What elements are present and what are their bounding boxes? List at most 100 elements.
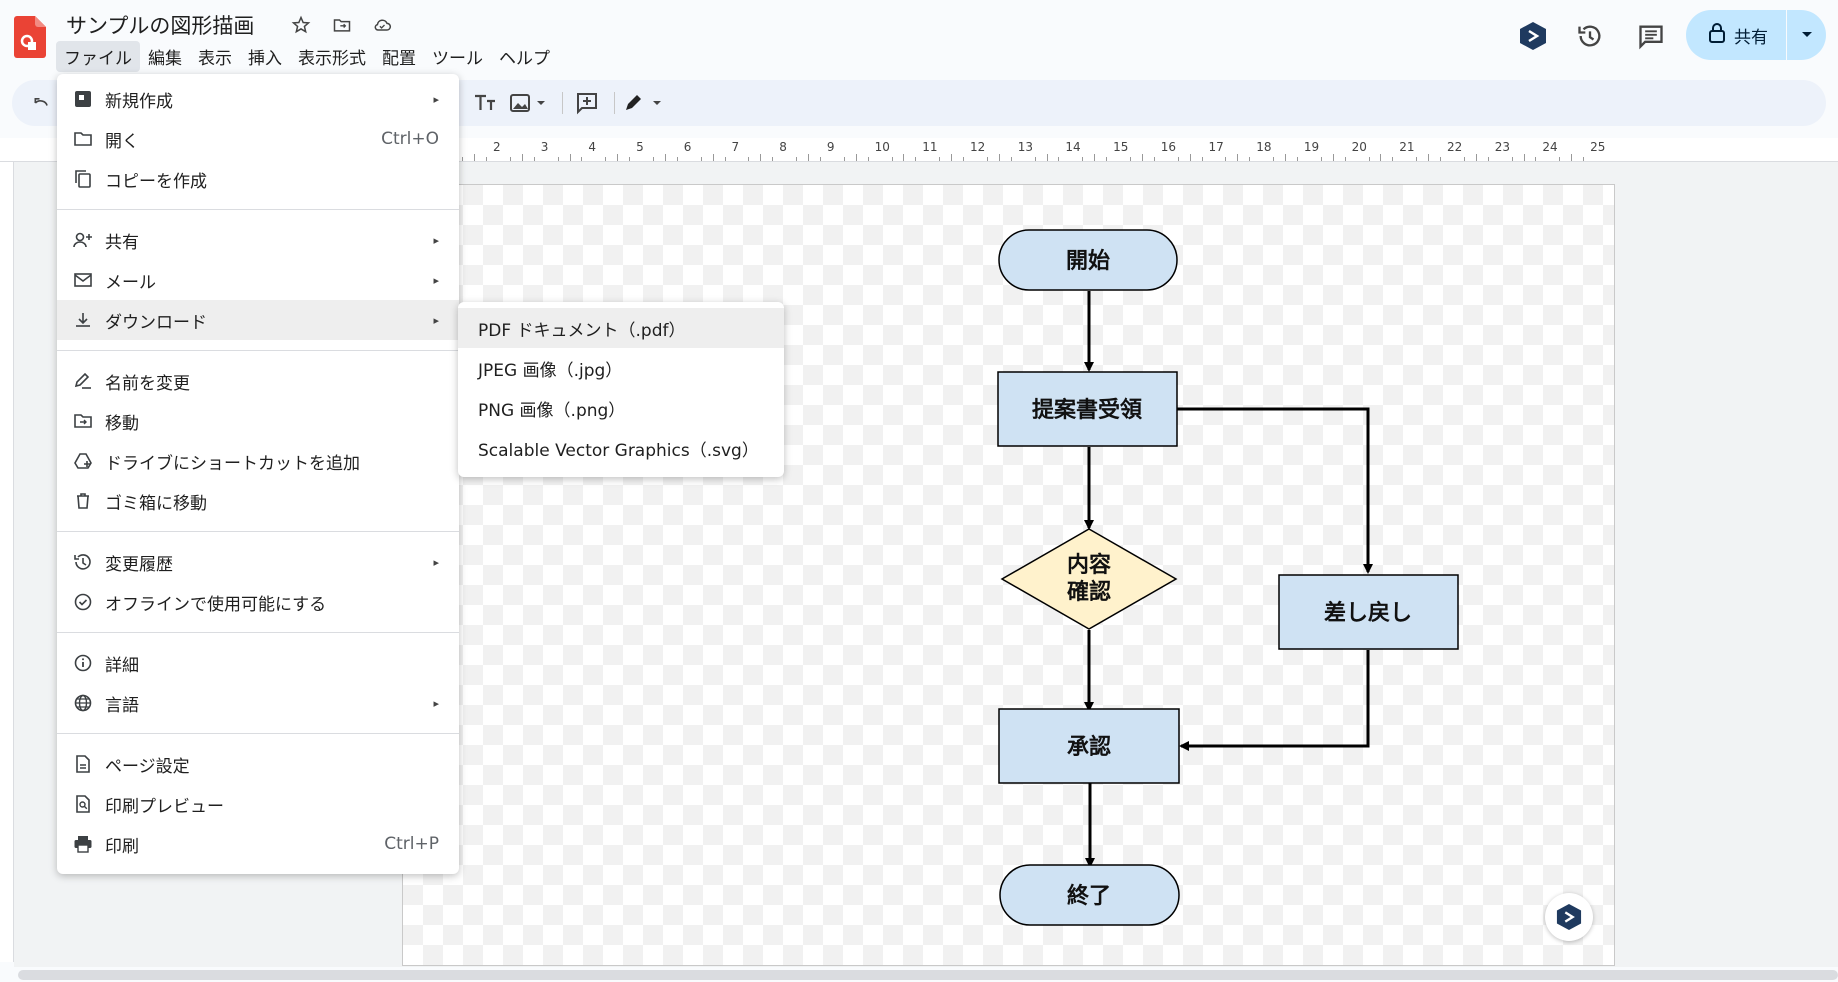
menu-item-new[interactable]: 新規作成 ▸ <box>57 79 459 119</box>
info-icon <box>73 653 93 673</box>
node-return-label: 差し戻し <box>1324 600 1412 626</box>
file-menu: 新規作成 ▸ 開く Ctrl+O コピーを作成 共有 ▸ メール ▸ ダウンロー… <box>57 74 459 874</box>
ruler-tick <box>1523 154 1525 161</box>
ruler-tick <box>1237 154 1239 161</box>
menu-item-offline[interactable]: オフラインで使用可能にする <box>57 582 459 622</box>
menu-item-label: ゴミ箱に移動 <box>105 493 207 514</box>
connector-receive-to-return[interactable] <box>1177 407 1373 574</box>
menu-item-open[interactable]: 開く Ctrl+O <box>57 119 459 159</box>
ruler-tick <box>939 157 941 161</box>
node-return[interactable] <box>1278 574 1459 650</box>
node-check[interactable] <box>1000 528 1178 630</box>
menu-item-move[interactable]: 移動 <box>57 401 459 441</box>
menu-tools[interactable]: ツール <box>432 48 483 69</box>
menu-item-make-copy[interactable]: コピーを作成 <box>57 159 459 199</box>
cloud-saved-icon[interactable] <box>369 12 395 38</box>
menu-insert[interactable]: 挿入 <box>248 48 282 69</box>
comments-icon[interactable] <box>1631 16 1671 56</box>
menu-format[interactable]: 表示形式 <box>298 48 366 69</box>
menu-item-print-preview[interactable]: 印刷プレビュー <box>57 784 459 824</box>
ruler-number: 19 <box>1303 140 1320 154</box>
download-submenu: PDF ドキュメント（.pdf） JPEG 画像（.jpg） PNG 画像（.p… <box>458 302 784 477</box>
flowchart[interactable]: 開始 提案書受領 内容 確認 差し戻し 承認 終了 <box>403 185 1616 967</box>
share-main[interactable]: 共有 <box>1686 10 1786 60</box>
new-icon <box>73 89 93 109</box>
undo-icon[interactable] <box>28 89 56 117</box>
ruler-number: 23 <box>1494 140 1510 154</box>
download-jpeg-option[interactable]: JPEG 画像（.jpg） <box>458 348 784 388</box>
move-icon <box>73 411 93 431</box>
menu-item-label: 新規作成 <box>105 91 173 112</box>
toolbar-separator <box>614 92 615 114</box>
ruler-tick <box>1535 157 1537 161</box>
download-png-option[interactable]: PNG 画像（.png） <box>458 388 784 428</box>
menu-item-page-setup[interactable]: ページ設定 <box>57 744 459 784</box>
move-folder-icon[interactable] <box>329 12 355 38</box>
menu-arrange[interactable]: 配置 <box>382 48 416 69</box>
version-history-icon[interactable] <box>1570 16 1610 56</box>
download-svg-option[interactable]: Scalable Vector Graphics（.svg） <box>458 428 784 468</box>
ruler-tick <box>533 157 535 161</box>
ruler-tick <box>1416 157 1418 161</box>
menu-item-details[interactable]: 詳細 <box>57 643 459 683</box>
ruler-tick <box>617 154 619 161</box>
document-title[interactable]: サンプルの図形描画 <box>66 14 255 38</box>
ruler-tick <box>712 154 714 161</box>
menu-item-label: ダウンロード <box>105 312 207 333</box>
menu-file[interactable]: ファイル <box>56 40 140 72</box>
ruler-tick <box>653 157 655 161</box>
menu-item-add-shortcut[interactable]: ドライブにショートカットを追加 <box>57 441 459 481</box>
menu-item-label: 言語 <box>105 695 139 716</box>
ruler-tick <box>474 154 476 161</box>
insert-image-icon[interactable] <box>508 89 554 117</box>
horizontal-scrollbar[interactable] <box>18 970 1838 980</box>
ruler-number: 5 <box>636 140 644 154</box>
ruler-tick <box>903 154 905 161</box>
menu-item-share[interactable]: 共有 ▸ <box>57 220 459 260</box>
share-button[interactable]: 共有 <box>1686 10 1826 60</box>
share-dropdown-icon[interactable] <box>1787 10 1826 60</box>
menu-item-label: ドライブにショートカットを追加 <box>105 453 360 474</box>
ruler-tick <box>1010 157 1012 161</box>
menu-separator <box>57 632 459 633</box>
gemini-floating-icon[interactable] <box>1545 893 1593 941</box>
menu-item-email[interactable]: メール ▸ <box>57 260 459 300</box>
menu-item-language[interactable]: 言語 ▸ <box>57 683 459 723</box>
download-option-label: JPEG 画像（.jpg） <box>478 360 623 381</box>
text-style-icon[interactable] <box>468 89 502 117</box>
node-receive[interactable] <box>997 371 1178 447</box>
drawings-logo-icon[interactable] <box>14 16 46 58</box>
ruler-number: 3 <box>540 140 549 154</box>
menu-view[interactable]: 表示 <box>198 48 232 69</box>
globe-icon <box>73 693 93 713</box>
menu-item-rename[interactable]: 名前を変更 <box>57 361 459 401</box>
menu-item-trash[interactable]: ゴミ箱に移動 <box>57 481 459 521</box>
node-end[interactable] <box>999 864 1180 926</box>
node-start[interactable] <box>998 229 1178 291</box>
offline-icon <box>73 592 93 612</box>
download-pdf-option[interactable]: PDF ドキュメント（.pdf） <box>458 308 784 348</box>
add-comment-icon[interactable] <box>570 89 604 117</box>
ruler-tick <box>1571 154 1573 161</box>
menu-item-print[interactable]: 印刷 Ctrl+P <box>57 824 459 864</box>
menu-item-download[interactable]: ダウンロード ▸ <box>57 300 459 340</box>
ruler-tick <box>676 157 678 161</box>
node-approve[interactable] <box>998 708 1180 784</box>
pen-tool-icon[interactable] <box>622 89 668 117</box>
ruler-tick <box>569 154 571 161</box>
ruler-tick <box>1058 157 1060 161</box>
menu-item-label: ページ設定 <box>105 756 190 777</box>
ruler-tick <box>1296 157 1298 161</box>
star-icon[interactable] <box>288 12 314 38</box>
menu-help[interactable]: ヘルプ <box>499 48 550 69</box>
drive-shortcut-icon <box>73 451 93 471</box>
menu-edit[interactable]: 編集 <box>148 48 182 69</box>
gemini-extension-icon[interactable] <box>1513 16 1553 56</box>
menu-item-label: 変更履歴 <box>105 554 173 575</box>
connector-return-to-approve[interactable] <box>1179 650 1370 751</box>
node-check-label-line2: 確認 <box>1067 579 1111 605</box>
share-divider <box>1786 10 1787 60</box>
ruler-tick <box>1273 157 1275 161</box>
ruler-number: 9 <box>826 140 835 154</box>
menu-item-version-history[interactable]: 変更履歴 ▸ <box>57 542 459 582</box>
